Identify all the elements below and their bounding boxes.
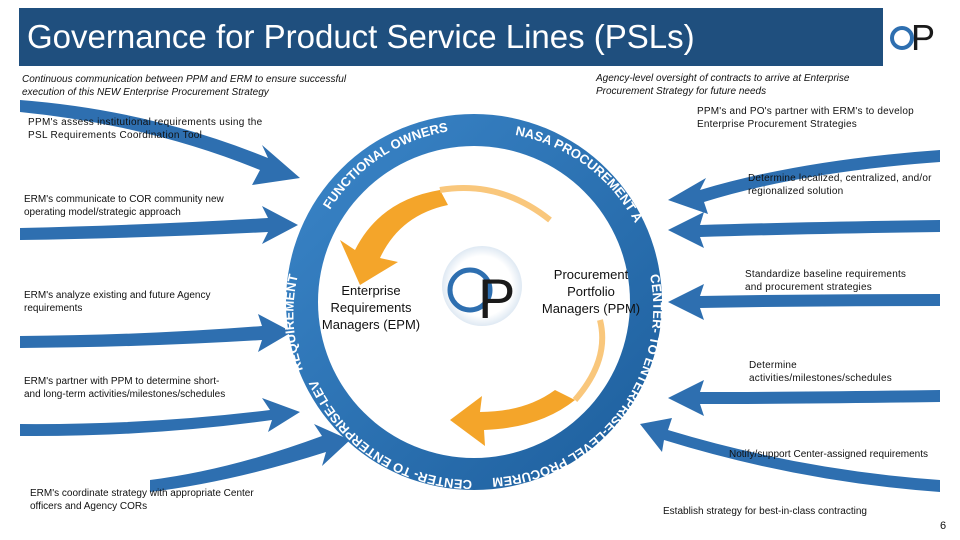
logo-letter: P bbox=[911, 17, 935, 58]
orange-arrow-top bbox=[340, 190, 448, 285]
left-note-2: PPM's assess institutional requirements … bbox=[28, 117, 263, 141]
arrow-left-3 bbox=[20, 314, 292, 352]
right-note-5: Determine activities/milestones/schedule… bbox=[749, 360, 892, 384]
right-note-7: Establish strategy for best-in-class con… bbox=[663, 506, 867, 517]
page-title: Governance for Product Service Lines (PS… bbox=[27, 18, 695, 55]
left-note-4: ERM's analyze existing and future Agency… bbox=[24, 290, 211, 314]
ppm-label: Procurement Portfolio Managers (PPM) bbox=[541, 267, 641, 316]
right-note-1: Agency-level oversight of contracts to a… bbox=[596, 73, 850, 97]
page-number: 6 bbox=[940, 520, 947, 532]
logo-circle bbox=[890, 26, 914, 50]
right-note-4: Standardize baseline requirements and pr… bbox=[745, 269, 907, 293]
arrow-left-2 bbox=[20, 206, 298, 244]
right-arrows bbox=[640, 150, 940, 492]
center-logo-circle bbox=[447, 267, 493, 313]
orange-arrow-bottom bbox=[450, 390, 575, 446]
left-note-5: ERM's partner with PPM to determine shor… bbox=[24, 376, 226, 400]
arrow-left-4 bbox=[20, 398, 300, 437]
arrow-right-4 bbox=[668, 380, 940, 416]
logo: P bbox=[890, 17, 935, 58]
left-note-1: Continuous communication between PPM and… bbox=[22, 74, 347, 98]
right-note-2: PPM's and PO's partner with ERM's to dev… bbox=[697, 106, 914, 130]
orange-arc-top bbox=[439, 185, 552, 223]
arrow-left-1 bbox=[20, 100, 300, 185]
epm-label: Enterprise Requirements Managers (EPM) bbox=[321, 283, 421, 332]
title-bar: Governance for Product Service Lines (PS… bbox=[19, 8, 883, 66]
arrow-right-2 bbox=[668, 212, 940, 248]
right-note-6: Notify/support Center-assigned requireme… bbox=[729, 449, 928, 460]
left-arrows bbox=[20, 100, 350, 492]
left-note-3: ERM's communicate to COR community new o… bbox=[24, 194, 224, 218]
arrow-right-1 bbox=[668, 150, 940, 214]
arrow-right-5 bbox=[640, 418, 940, 492]
arrow-left-5 bbox=[150, 424, 350, 492]
left-note-6: ERM's coordinate strategy with appropria… bbox=[30, 488, 254, 512]
orange-arc-bottom bbox=[572, 319, 606, 402]
arrow-right-3 bbox=[668, 284, 940, 320]
right-note-3: Determine localized, centralized, and/or… bbox=[748, 173, 932, 197]
center-logo-letter: P bbox=[478, 267, 515, 330]
